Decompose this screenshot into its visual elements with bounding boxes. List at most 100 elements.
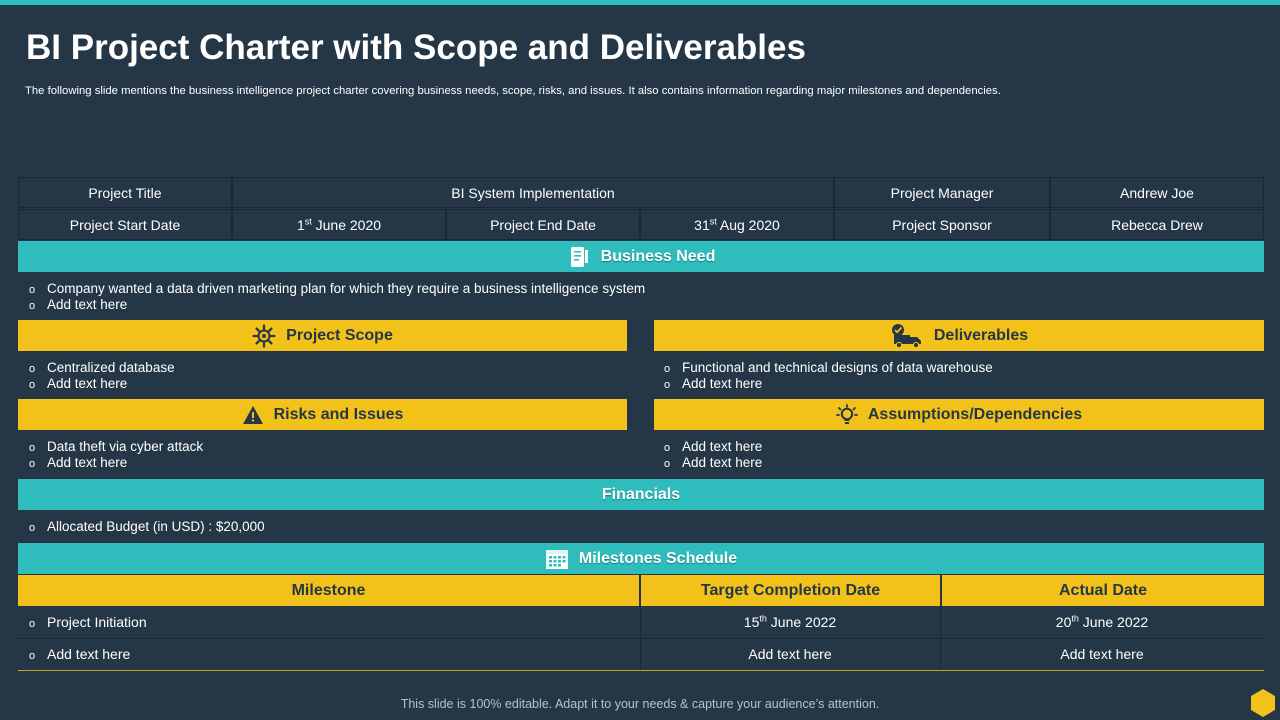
list-item: o Add text here bbox=[664, 376, 993, 392]
column-divider bbox=[640, 606, 641, 670]
list-item-text: Centralized database bbox=[47, 360, 175, 375]
target-date-cell: Add text here bbox=[748, 646, 832, 662]
actual-date-cell: Add text here bbox=[1060, 646, 1144, 662]
project-sponsor-label: Project Sponsor bbox=[834, 209, 1050, 240]
start-date-suffix: st bbox=[304, 216, 312, 227]
deliverables-list: o Functional and technical designs of dat… bbox=[664, 360, 993, 392]
list-item-text: Add text here bbox=[682, 455, 763, 470]
actual-date-column-header: Actual Date bbox=[942, 575, 1264, 606]
bullet-marker: o bbox=[664, 363, 671, 375]
bullet-marker: o bbox=[664, 458, 671, 470]
info-row-title: Project Title BI System Implementation P… bbox=[18, 177, 1264, 209]
list-item-text: Functional and technical designs of data… bbox=[682, 360, 993, 375]
bullet-marker: o bbox=[664, 379, 671, 391]
actual-suffix: th bbox=[1071, 613, 1079, 624]
page-subtitle: The following slide mentions the busines… bbox=[25, 85, 1001, 97]
business-need-title: Business Need bbox=[600, 247, 716, 265]
top-accent-bar bbox=[0, 0, 1280, 5]
project-manager-label: Project Manager bbox=[834, 177, 1050, 208]
risks-list: o Data theft via cyber attack o Add text h… bbox=[29, 439, 203, 471]
list-item-text: Add text here bbox=[682, 376, 763, 391]
milestone-cell: o Project Initiation bbox=[29, 606, 147, 638]
bullet-marker: o bbox=[29, 379, 36, 391]
end-date-month-year: Aug 2020 bbox=[716, 217, 780, 233]
milestone-cell: o Add text here bbox=[29, 638, 130, 670]
deliverables-title: Deliverables bbox=[933, 326, 1029, 344]
milestone-text: Project Initiation bbox=[47, 614, 147, 630]
footer-note: This slide is 100% editable. Adapt it to… bbox=[400, 697, 880, 711]
list-item: o Add text here bbox=[29, 376, 175, 392]
project-manager-value: Andrew Joe bbox=[1050, 177, 1264, 208]
business-need-header: Business Need bbox=[18, 241, 1264, 272]
assumptions-title: Assumptions/Dependencies bbox=[867, 405, 1083, 423]
warning-icon bbox=[242, 405, 264, 425]
list-item: o Add text here bbox=[29, 455, 203, 471]
project-info-grid: Project Title BI System Implementation P… bbox=[18, 177, 1264, 241]
project-scope-header: Project Scope bbox=[18, 320, 627, 351]
column-divider bbox=[940, 606, 941, 670]
financials-header: Financials bbox=[18, 479, 1264, 510]
end-date-value: 31st Aug 2020 bbox=[640, 209, 834, 240]
project-sponsor-value: Rebecca Drew bbox=[1050, 209, 1264, 240]
target-suffix: th bbox=[759, 613, 767, 624]
actual-day: 20 bbox=[1055, 614, 1072, 630]
milestones-header: Milestones Schedule bbox=[18, 543, 1264, 574]
start-date-value: 1st June 2020 bbox=[232, 209, 446, 240]
list-item-text: Add text here bbox=[47, 376, 128, 391]
project-scope-title: Project Scope bbox=[286, 326, 393, 344]
project-title-label: Project Title bbox=[18, 177, 232, 208]
start-date-label: Project Start Date bbox=[18, 209, 232, 240]
column-label: Actual Date bbox=[1058, 581, 1148, 599]
list-item-text: Data theft via cyber attack bbox=[47, 439, 204, 454]
gear-icon bbox=[252, 323, 276, 348]
business-need-list: o Company wanted a data driven marketing … bbox=[29, 281, 645, 313]
milestone-column-header: Milestone bbox=[18, 575, 639, 606]
clipboard-icon bbox=[567, 245, 591, 269]
risks-title: Risks and Issues bbox=[273, 405, 404, 423]
target-month-year: June 2022 bbox=[766, 614, 837, 630]
column-label: Milestone bbox=[291, 581, 366, 599]
list-item-text: Add text here bbox=[47, 297, 128, 312]
target-day: 15 bbox=[743, 614, 760, 630]
bullet-marker: o bbox=[29, 284, 36, 296]
table-row: o Add text here Add text here Add text he… bbox=[18, 638, 1264, 670]
bullet-marker: o bbox=[29, 650, 36, 662]
bullet-marker: o bbox=[29, 618, 36, 630]
delivery-truck-icon bbox=[890, 323, 924, 349]
end-date-label: Project End Date bbox=[446, 209, 640, 240]
idea-bulb-icon bbox=[835, 403, 858, 426]
bullet-marker: o bbox=[29, 458, 36, 470]
list-item-text: Add text here bbox=[682, 439, 763, 454]
list-item-text: Add text here bbox=[47, 455, 128, 470]
row-divider bbox=[18, 638, 1264, 639]
financials-title: Financials bbox=[601, 485, 681, 503]
table-bottom-border bbox=[18, 670, 1264, 671]
bullet-marker: o bbox=[29, 522, 36, 534]
list-item-text: Company wanted a data driven marketing p… bbox=[47, 281, 646, 296]
start-date-day: 1 bbox=[296, 217, 305, 233]
info-row-dates: Project Start Date 1st June 2020 Project… bbox=[18, 209, 1264, 241]
list-item: o Functional and technical designs of dat… bbox=[664, 360, 993, 376]
page-title: BI Project Charter with Scope and Delive… bbox=[26, 28, 806, 67]
list-item: o Company wanted a data driven marketing … bbox=[29, 281, 645, 297]
actual-date-cell: 20th June 2022 bbox=[940, 606, 1264, 638]
end-date-day: 31 bbox=[694, 217, 710, 233]
hexagon-logo-icon bbox=[1251, 689, 1275, 717]
deliverables-header: Deliverables bbox=[654, 320, 1264, 351]
column-label: Target Completion Date bbox=[700, 581, 881, 599]
end-date-suffix: st bbox=[709, 216, 717, 227]
risks-header: Risks and Issues bbox=[18, 399, 627, 430]
bullet-marker: o bbox=[664, 442, 671, 454]
start-date-month-year: June 2020 bbox=[311, 217, 382, 233]
milestone-text: Add text here bbox=[47, 646, 131, 662]
target-date-column-header: Target Completion Date bbox=[641, 575, 940, 606]
list-item: o Add text here bbox=[664, 455, 762, 471]
project-title-value: BI System Implementation bbox=[232, 177, 834, 208]
